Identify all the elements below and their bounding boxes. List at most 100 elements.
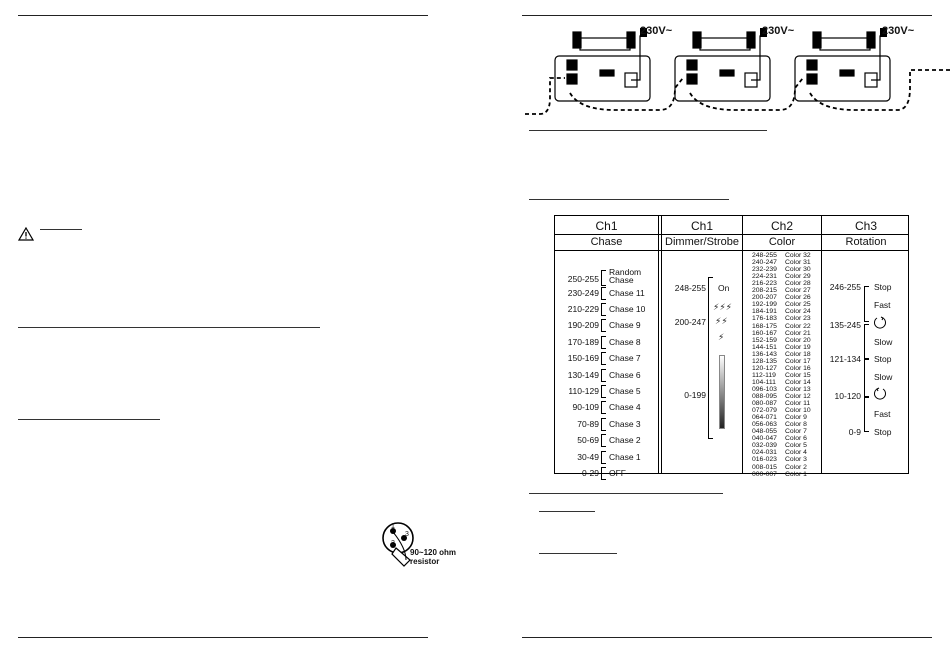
chase-row-bracket bbox=[601, 434, 606, 447]
dimmer-channel-title: Ch1 bbox=[690, 219, 713, 233]
color-row-label: Color 6 bbox=[785, 435, 807, 443]
voltage-label-3: 230V~ bbox=[882, 25, 915, 37]
color-row-value: 136-143 bbox=[752, 350, 777, 358]
chase-row-bracket bbox=[601, 467, 606, 480]
right-bottom-rule bbox=[522, 637, 932, 638]
chase-row-value: 210-229 bbox=[567, 304, 599, 314]
color-row-value: 192-199 bbox=[752, 301, 777, 309]
color-row-label: Color 24 bbox=[785, 308, 811, 316]
rotation-channel-subtitle: Rotation bbox=[845, 236, 887, 248]
resistor-label-line2: resistor bbox=[410, 557, 440, 566]
left-top-rule bbox=[18, 15, 428, 16]
left-bottom-rule bbox=[18, 637, 428, 638]
chase-row-label: Chase 11 bbox=[609, 288, 645, 298]
rotation-value-1: 246-255 bbox=[829, 282, 861, 292]
color-row-label: Color 25 bbox=[785, 301, 811, 309]
strobe-fast-icon: ⚡⚡⚡ bbox=[713, 302, 732, 312]
color-row-label: Color 22 bbox=[785, 322, 811, 330]
color-row-value: 112-119 bbox=[752, 371, 776, 379]
dimmer-strobe-value: 200-247 bbox=[674, 317, 706, 327]
warning-triangle-icon bbox=[18, 227, 34, 241]
chase-row-value: 250-255 bbox=[567, 274, 599, 284]
chase-row-bracket bbox=[601, 287, 606, 300]
strobe-medium-icon: ⚡⚡ bbox=[715, 316, 728, 326]
color-row-value: 096-103 bbox=[752, 385, 777, 393]
chase-row-label: Chase 7 bbox=[609, 353, 641, 363]
dimmer-dim-value: 0-199 bbox=[684, 390, 706, 400]
voltage-label-2: 230V~ bbox=[762, 25, 795, 37]
chase-row-bracket bbox=[601, 451, 606, 464]
rotation-label-5: Stop bbox=[874, 427, 892, 437]
rotation-channel-title: Ch3 bbox=[854, 219, 877, 233]
color-row-value: 032-039 bbox=[752, 442, 777, 450]
color-row-label: Color 32 bbox=[785, 252, 811, 259]
color-row-value: 184-191 bbox=[752, 308, 777, 316]
chase-row-value: 0-29 bbox=[581, 468, 599, 478]
dimmer-channel-subtitle: Dimmer/Strobe bbox=[665, 236, 739, 248]
chase-row-value: 170-189 bbox=[567, 337, 599, 347]
right-top-rule bbox=[522, 15, 932, 16]
chase-row-bracket bbox=[601, 319, 606, 332]
sub-heading-line-right-2 bbox=[539, 553, 617, 554]
color-row-value: 056-063 bbox=[752, 421, 777, 429]
color-row-label: Color 9 bbox=[785, 414, 807, 422]
rotation-column: Ch3 Rotation bbox=[822, 216, 910, 473]
chase-channel-subtitle: Chase bbox=[590, 236, 623, 248]
color-row-value: 064-071 bbox=[752, 414, 777, 422]
color-row-label: Color 19 bbox=[785, 343, 811, 351]
chase-row-bracket bbox=[601, 418, 606, 431]
color-row-label: Color 5 bbox=[785, 442, 807, 450]
color-row-label: Color 12 bbox=[785, 393, 811, 400]
chase-row-bracket bbox=[601, 369, 606, 382]
chase-row-label: OFF bbox=[609, 468, 626, 478]
color-row-value: 128-135 bbox=[752, 357, 777, 365]
section-heading-line-right-1 bbox=[529, 130, 767, 131]
color-row-label: Color 20 bbox=[785, 336, 811, 344]
color-row-value: 240-247 bbox=[752, 259, 777, 267]
dmx-daisy-chain-diagram bbox=[525, 28, 950, 115]
chase-column: Ch1 Chase bbox=[555, 216, 658, 473]
voltage-label-1: 230V~ bbox=[640, 25, 673, 37]
color-row-label: Color 18 bbox=[785, 350, 811, 358]
color-row-label: Color 21 bbox=[785, 329, 811, 337]
color-row-value: 152-159 bbox=[752, 336, 777, 344]
color-row-label: Color 2 bbox=[785, 463, 807, 471]
subsection-heading-line bbox=[18, 419, 160, 420]
chase-row-value: 230-249 bbox=[567, 288, 599, 298]
color-row-value: 200-207 bbox=[752, 294, 777, 302]
chase-row-label: Random bbox=[609, 267, 642, 277]
color-row-label: Color 28 bbox=[785, 280, 811, 288]
color-row-value: 080-087 bbox=[752, 400, 777, 408]
rotation-label-1: Stop bbox=[874, 282, 892, 292]
color-row-label: Color 15 bbox=[785, 371, 811, 379]
color-row-value: 040-047 bbox=[752, 435, 777, 443]
color-row-value: 144-151 bbox=[752, 343, 777, 351]
color-row-value: 088-095 bbox=[752, 393, 777, 400]
resistor-label-line1: 90~120 ohm bbox=[410, 548, 457, 557]
chase-row-bracket bbox=[601, 401, 606, 414]
chase-row-value: 50-69 bbox=[577, 435, 599, 445]
chase-row-label: Chase 5 bbox=[609, 386, 641, 396]
xlr-terminator-diagram bbox=[382, 522, 414, 567]
rotation-slow-1: Slow bbox=[874, 337, 893, 347]
chase-row-value: 190-209 bbox=[567, 320, 599, 330]
color-row-label: Color 16 bbox=[785, 364, 811, 372]
color-column: Ch2 Color bbox=[743, 216, 821, 473]
color-row-value: 000-007 bbox=[752, 470, 777, 478]
rotate-counterclockwise-icon bbox=[874, 387, 886, 400]
chase-row-bracket bbox=[601, 385, 606, 398]
section-heading-line-right-2 bbox=[529, 199, 729, 200]
dimmer-on-value: 248-255 bbox=[674, 283, 706, 293]
xlr-pin-1: 1 bbox=[391, 523, 395, 530]
rotation-fast-2: Fast bbox=[874, 409, 891, 419]
chase-row-bracket bbox=[601, 336, 606, 349]
warning-heading-line bbox=[40, 229, 82, 230]
dimmer-bracket bbox=[708, 277, 713, 439]
chase-row-bracket bbox=[601, 303, 606, 316]
color-row-label: Color 31 bbox=[785, 259, 811, 267]
color-row-label: Color 13 bbox=[785, 385, 811, 393]
chase-row-bracket bbox=[601, 270, 606, 286]
dimmer-gradient-bar bbox=[719, 355, 725, 429]
color-row-value: 016-023 bbox=[752, 456, 777, 464]
rotation-bracket-1 bbox=[864, 286, 869, 322]
